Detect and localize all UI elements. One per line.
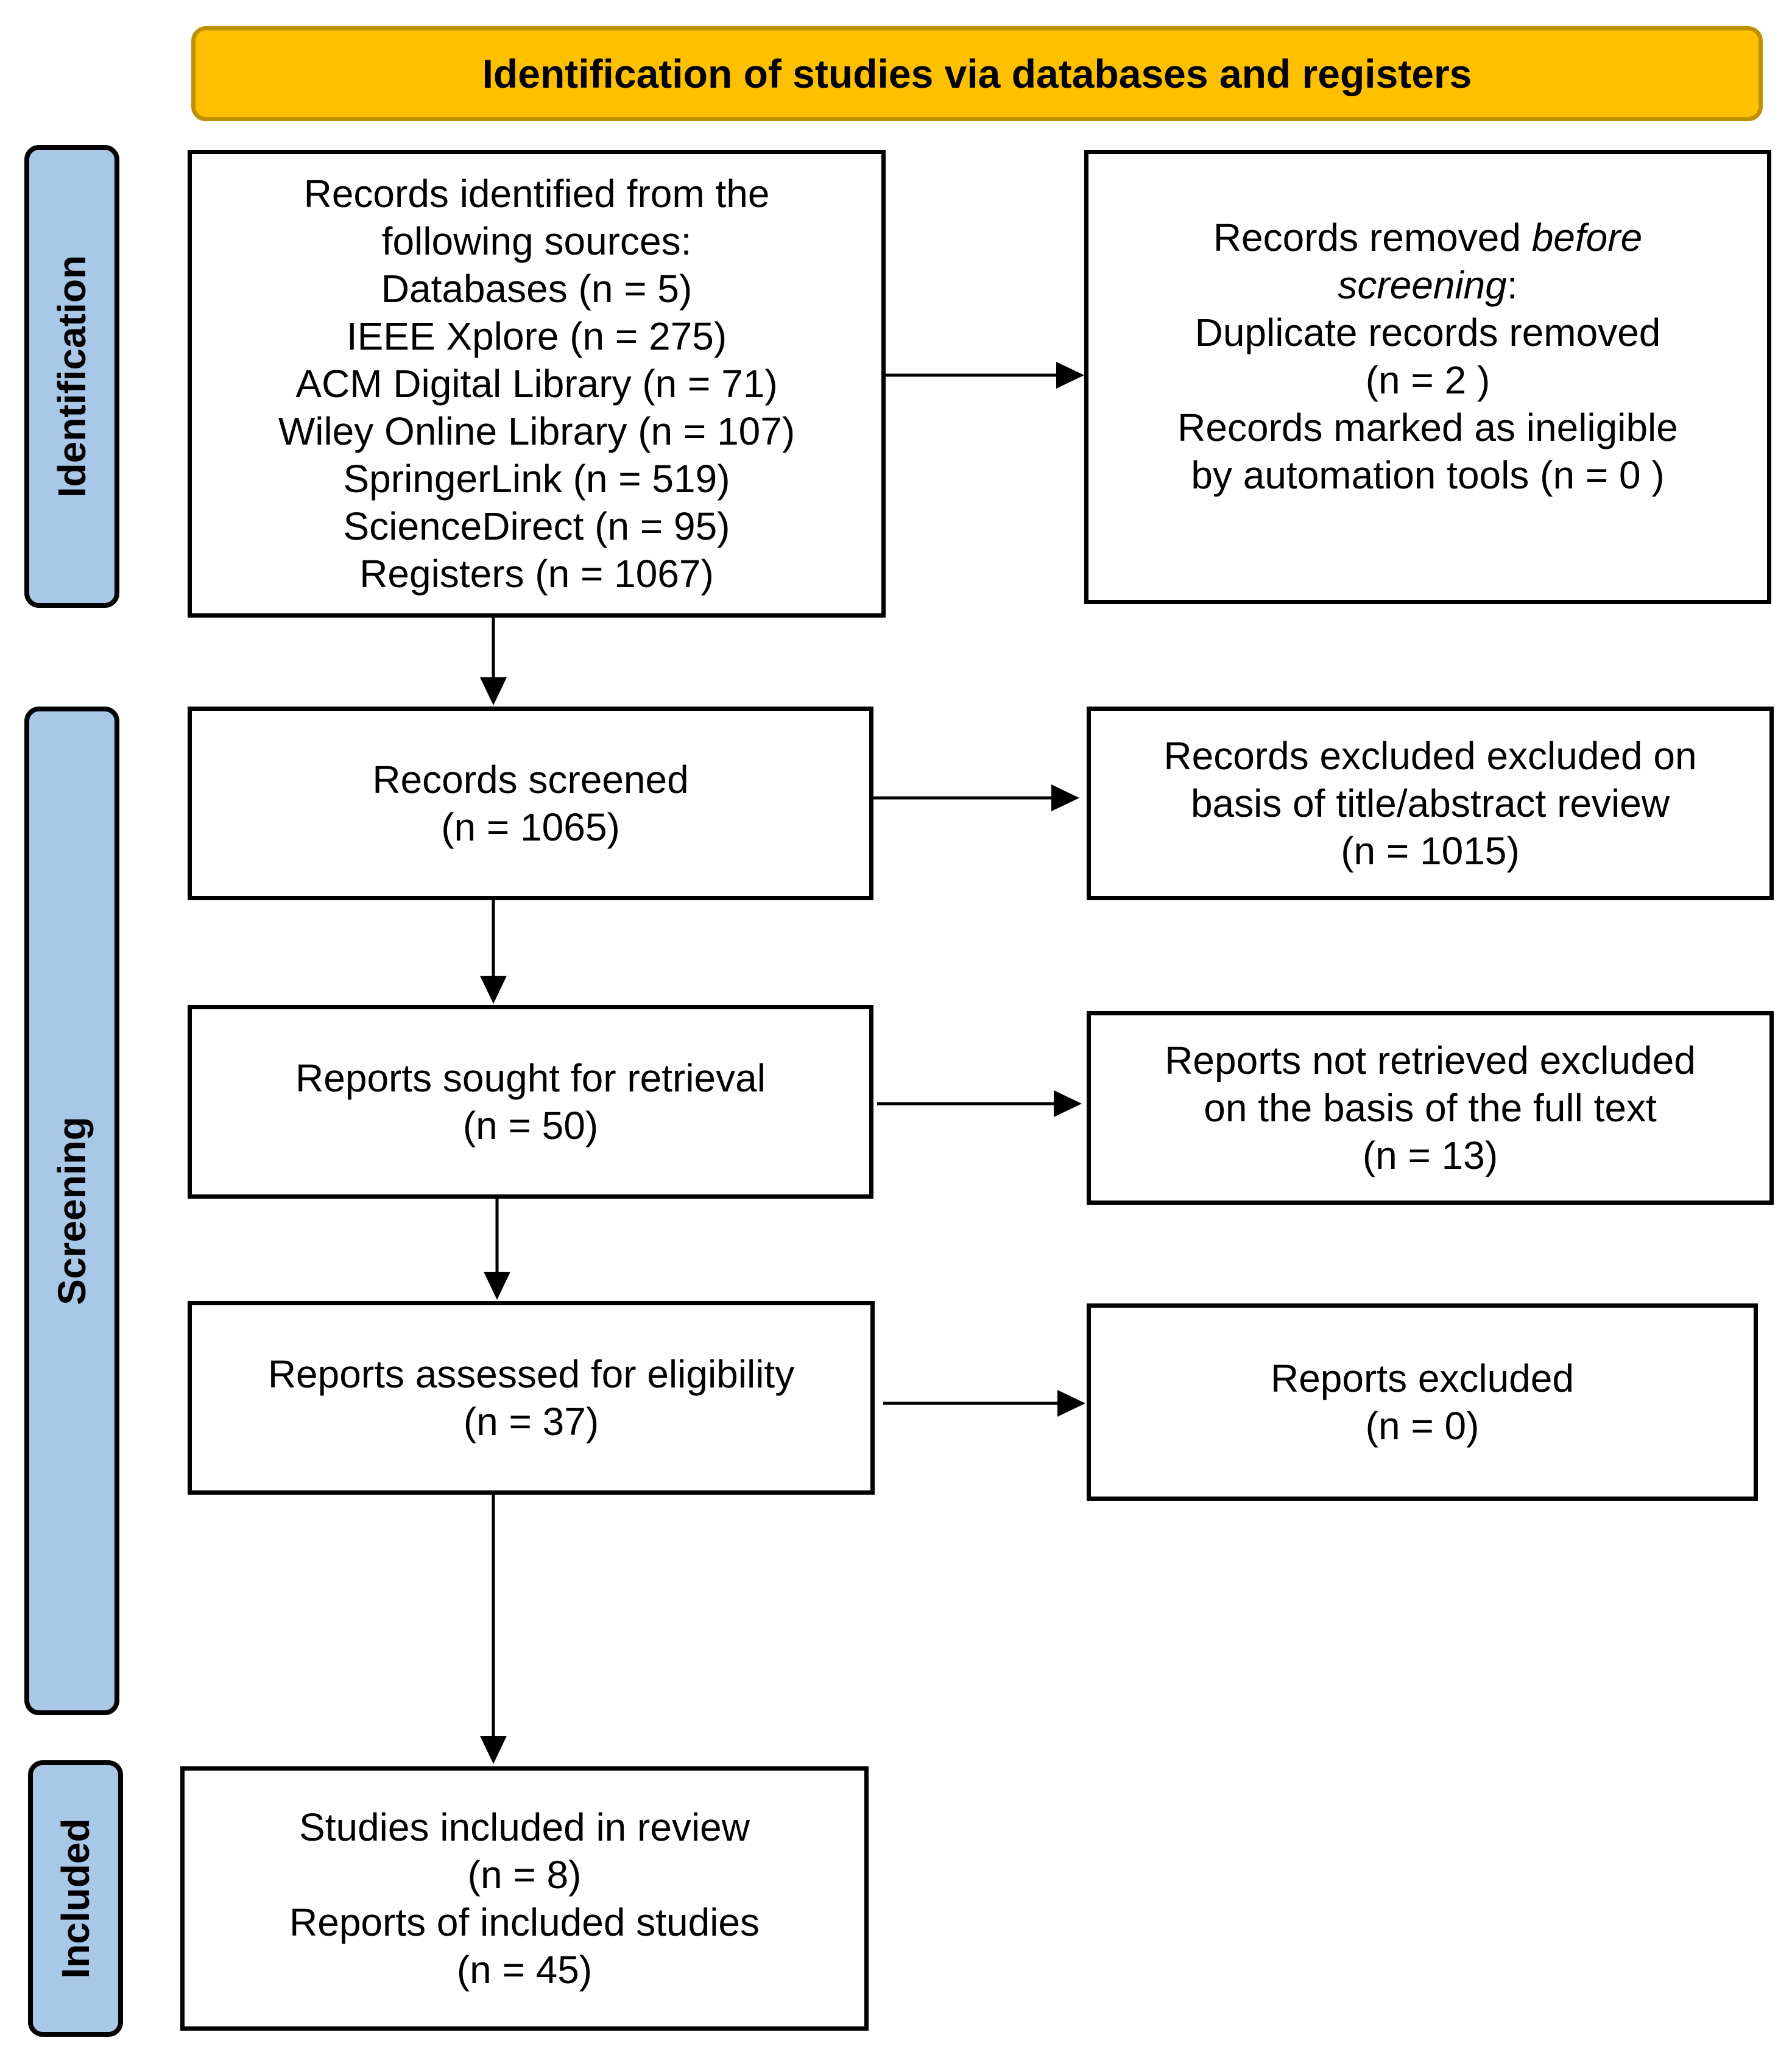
arrowhead-screened-to-excluded [1051,784,1079,811]
studies-included-box: Studies included in review (n = 8) Repor… [180,1766,869,2031]
records-screened-count: (n = 1065) [441,805,620,849]
reports-not-retrieved-box: Reports not retrieved excluded on the ba… [1087,1011,1774,1205]
reports-sought-count: (n = 50) [462,1104,599,1148]
reports-assessed-count: (n = 37) [463,1400,599,1444]
records-excluded-box: Records excluded excluded on basis of ti… [1087,707,1774,900]
arrowhead-sought-to-not-retrieved [1054,1090,1082,1117]
records-removed-box: Records removed before screening: Duplic… [1084,150,1771,604]
reports-included-count: (n = 45) [456,1948,593,1992]
records-identified-line: Records identified from the [303,172,770,216]
reports-sought-box: Reports sought for retrieval (n = 50) [188,1005,873,1199]
phase-screening-label: Screening [50,1116,94,1305]
arrowhead-identified-to-screened [480,677,507,705]
source-databases: Databases (n = 5) [381,267,693,311]
records-excluded-label: Records excluded excluded on [1163,734,1697,778]
records-excluded-reason: basis of title/abstract review [1190,781,1670,825]
records-identified-box: Records identified from the following so… [188,150,886,618]
arrowhead-assessed-to-excluded [1057,1390,1085,1417]
phase-included: Included [28,1760,123,2037]
records-excluded-count: (n = 1015) [1341,829,1520,873]
phase-screening: Screening [24,707,119,1715]
reports-not-retrieved-reason: on the basis of the full text [1204,1086,1657,1130]
source-sciencedirect: ScienceDirect (n = 95) [343,504,730,548]
source-ieee-xplore: IEEE Xplore (n = 275) [346,314,727,358]
reports-not-retrieved-count: (n = 13) [1362,1134,1498,1177]
reports-excluded-label: Reports excluded [1270,1356,1575,1400]
records-removed-heading-cont: screening: [1338,263,1518,307]
duplicate-records-count: (n = 2 ) [1365,358,1490,402]
source-registers: Registers (n = 1067) [359,552,714,596]
arrowhead-identified-to-removed [1056,362,1084,389]
reports-not-retrieved-label: Reports not retrieved excluded [1165,1038,1696,1082]
source-wiley-online-library: Wiley Online Library (n = 107) [278,409,795,453]
reports-excluded-box: Reports excluded (n = 0) [1087,1303,1758,1501]
source-acm-digital-library: ACM Digital Library (n = 71) [295,362,778,406]
reports-assessed-label: Reports assessed for eligibility [267,1352,795,1396]
banner-title: Identification of studies via databases … [482,51,1472,96]
records-screened-box: Records screened (n = 1065) [188,707,873,900]
ineligible-records-count: by automation tools (n = 0 ) [1191,453,1665,497]
reports-excluded-count: (n = 0) [1365,1404,1480,1448]
title-banner: Identification of studies via databases … [191,26,1763,121]
duplicate-records-label: Duplicate records removed [1194,311,1661,354]
reports-assessed-box: Reports assessed for eligibility (n = 37… [188,1301,875,1495]
arrowhead-sought-to-assessed [484,1272,510,1300]
phase-identification: Identification [24,145,119,608]
ineligible-records-label: Records marked as ineligible [1177,406,1678,450]
records-identified-line: following sources: [381,219,692,263]
source-springerlink: SpringerLink (n = 519) [343,457,730,501]
records-removed-heading: Records removed before [1213,216,1643,259]
reports-included-label: Reports of included studies [289,1900,760,1944]
studies-included-count: (n = 8) [467,1853,582,1897]
records-screened-label: Records screened [372,758,689,802]
studies-included-label: Studies included in review [299,1805,750,1849]
arrowhead-assessed-to-included [480,1736,507,1764]
arrowhead-screened-to-sought [480,976,507,1004]
phase-included-label: Included [54,1818,97,1979]
phase-identification-label: Identification [50,255,94,498]
reports-sought-label: Reports sought for retrieval [295,1056,766,1100]
